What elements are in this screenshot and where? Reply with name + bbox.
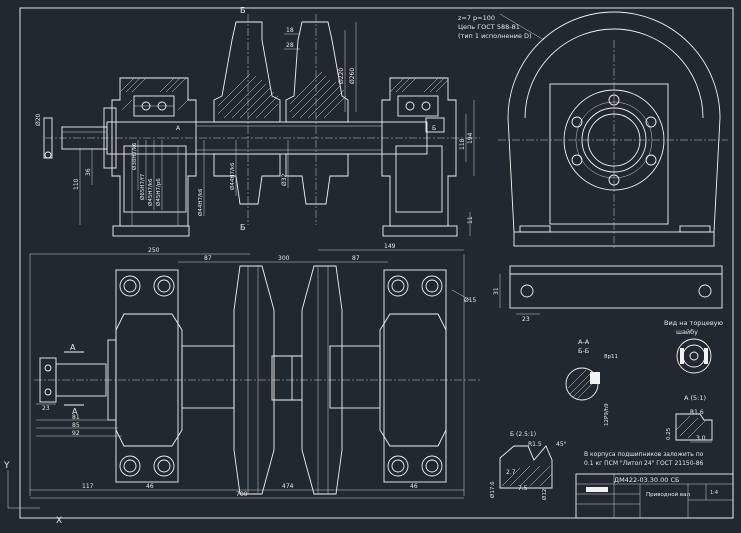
top-view-dimensions: Б Б 18 28 Ø220 Ø260 110 36 Ø20 Ø38H7/k6 … bbox=[35, 6, 475, 236]
foot-dim-23: 23 bbox=[522, 316, 530, 323]
fit-44h7k6-b: Ø44H7/k6 bbox=[229, 162, 236, 190]
drawing-code: ДМ422-03.30.00 СБ bbox=[614, 476, 679, 484]
fit-44h7k6-a: Ø44H7/k6 bbox=[197, 188, 204, 216]
gear-table-line-1: z=7 p=100 bbox=[458, 14, 495, 22]
axis-y-label: Y bbox=[3, 461, 10, 471]
drawing-name: Приводной вал bbox=[646, 491, 691, 498]
dim-118: 118 bbox=[459, 138, 466, 150]
detail-b: Б (2.5:1) R1.5 45° 2.7 7.5 Ø17.6 Ø12 bbox=[489, 431, 567, 500]
dim-110: 110 bbox=[73, 178, 80, 190]
foot-dim-31: 31 bbox=[493, 287, 500, 295]
dim-36: 36 bbox=[85, 168, 92, 176]
dim-d260: Ø260 bbox=[349, 68, 356, 84]
plan-dim-117: 117 bbox=[82, 483, 94, 490]
right-sprocket bbox=[285, 21, 349, 123]
plan-dim-300: 300 bbox=[278, 255, 290, 262]
plan-dim-250: 250 bbox=[148, 247, 160, 254]
section-mark-a-top: А bbox=[70, 343, 76, 352]
fit-38h7k6: Ø38H7/k6 bbox=[131, 142, 138, 170]
gear-table-line-2: Цепь ГОСТ 588-81 bbox=[458, 23, 520, 31]
right-housing-plan bbox=[383, 269, 447, 483]
detail-b-dim-27: 2.7 bbox=[506, 469, 516, 476]
title-block: ДМ422-03.30.00 СБ Приводной вал 1:4 bbox=[575, 473, 734, 519]
plan-dim-87a: 87 bbox=[204, 255, 212, 262]
section-mark-a-bottom: А bbox=[72, 407, 78, 416]
left-sprocket-plan bbox=[233, 265, 275, 495]
section-aa-fit: 8p11 bbox=[604, 354, 618, 360]
detail-b-dim-d12: Ø12 bbox=[541, 489, 548, 500]
plan-dim-d15: Ø15 bbox=[464, 297, 477, 304]
section-mark-b-bottom: Б bbox=[240, 223, 246, 232]
detail-a-radius: R1.6 bbox=[690, 409, 704, 416]
sheet-frame bbox=[19, 7, 734, 519]
section-mark-a: А bbox=[176, 125, 181, 132]
dim-194: 194 bbox=[467, 132, 474, 144]
section-aa-fit-2: 12P9/h9 bbox=[604, 403, 610, 426]
ucs-axis-icon: Y X bbox=[3, 461, 62, 526]
detail-a-dim-30: 3.0 bbox=[696, 435, 706, 442]
gear-table-line-3: (тип 1 исполнение D) bbox=[458, 32, 532, 40]
detail-b-dim-d176: Ø17.6 bbox=[489, 481, 496, 498]
right-sprocket-plan bbox=[301, 265, 343, 495]
note-line-2: 0.1 кг ПСМ "Литол 24" ГОСТ 21150-86 bbox=[584, 460, 704, 467]
plan-dim-85: 85 bbox=[72, 422, 80, 429]
detail-b-dim-75: 7.5 bbox=[518, 485, 528, 492]
section-aa-title: А-А bbox=[578, 338, 590, 346]
right-bearing-housing bbox=[381, 77, 457, 227]
plan-dim-23: 23 bbox=[42, 405, 50, 412]
fit-65h7f7: Ø65H7/f7 bbox=[139, 173, 146, 200]
fit-45h7k6: Ø45H7/k6 bbox=[147, 178, 154, 206]
plan-dim-46b: 46 bbox=[410, 483, 418, 490]
end-washer-view: Вид на торцевую шайбу bbox=[664, 319, 724, 374]
front-section-view bbox=[43, 14, 480, 237]
plan-dim-81: 81 bbox=[72, 414, 80, 421]
dim-d32: Ø32 bbox=[281, 173, 288, 186]
plan-dim-700: 700 bbox=[236, 491, 248, 498]
detail-b-title: Б (2.5:1) bbox=[510, 431, 536, 438]
washer-label-1: Вид на торцевую bbox=[664, 319, 724, 327]
plan-dim-87b: 87 bbox=[352, 255, 360, 262]
plan-dim-149: 149 bbox=[384, 243, 396, 250]
side-view bbox=[498, 11, 728, 248]
plan-dim-474: 474 bbox=[282, 483, 294, 490]
dim-d220: Ø220 bbox=[338, 68, 345, 84]
section-bb-title: Б-Б bbox=[578, 347, 589, 355]
dim-28: 28 bbox=[286, 42, 294, 49]
plan-dim-92: 92 bbox=[72, 430, 80, 437]
detail-a: А (5:1) R1.6 0.25 3.0 bbox=[666, 394, 713, 443]
left-sprocket bbox=[213, 21, 281, 123]
foot-view: 31 23 bbox=[493, 265, 723, 323]
left-housing-plan bbox=[115, 269, 179, 483]
dim-d20: Ø20 bbox=[35, 113, 42, 126]
dim-11: 11 bbox=[467, 216, 474, 224]
fit-45h7p6: Ø45H7/p6 bbox=[155, 178, 162, 206]
dim-18: 18 bbox=[286, 27, 294, 34]
plan-view bbox=[29, 254, 480, 496]
plan-dim-46a: 46 bbox=[146, 483, 154, 490]
section-mark-b-top: Б bbox=[240, 6, 246, 15]
washer-label-2: шайбу bbox=[676, 328, 698, 336]
note-line-1: В корпуса подшипников заложить по bbox=[584, 451, 704, 458]
plan-view-dimensions: 250 87 300 87 149 Ø15 А А 23 81 85 92 11… bbox=[30, 243, 477, 499]
axis-x-label: X bbox=[56, 516, 62, 526]
detail-a-title: А (5:1) bbox=[684, 394, 706, 402]
detail-b-angle: 45° bbox=[556, 441, 567, 448]
detail-b-radius: R1.5 bbox=[528, 441, 542, 448]
drawing-scale: 1:4 bbox=[710, 490, 718, 496]
section-mark-b: Б bbox=[432, 125, 436, 132]
section-aa-view: А-А Б-Б 8p11 12P9/h9 bbox=[565, 338, 618, 426]
detail-a-dim-025: 0.25 bbox=[666, 427, 672, 440]
